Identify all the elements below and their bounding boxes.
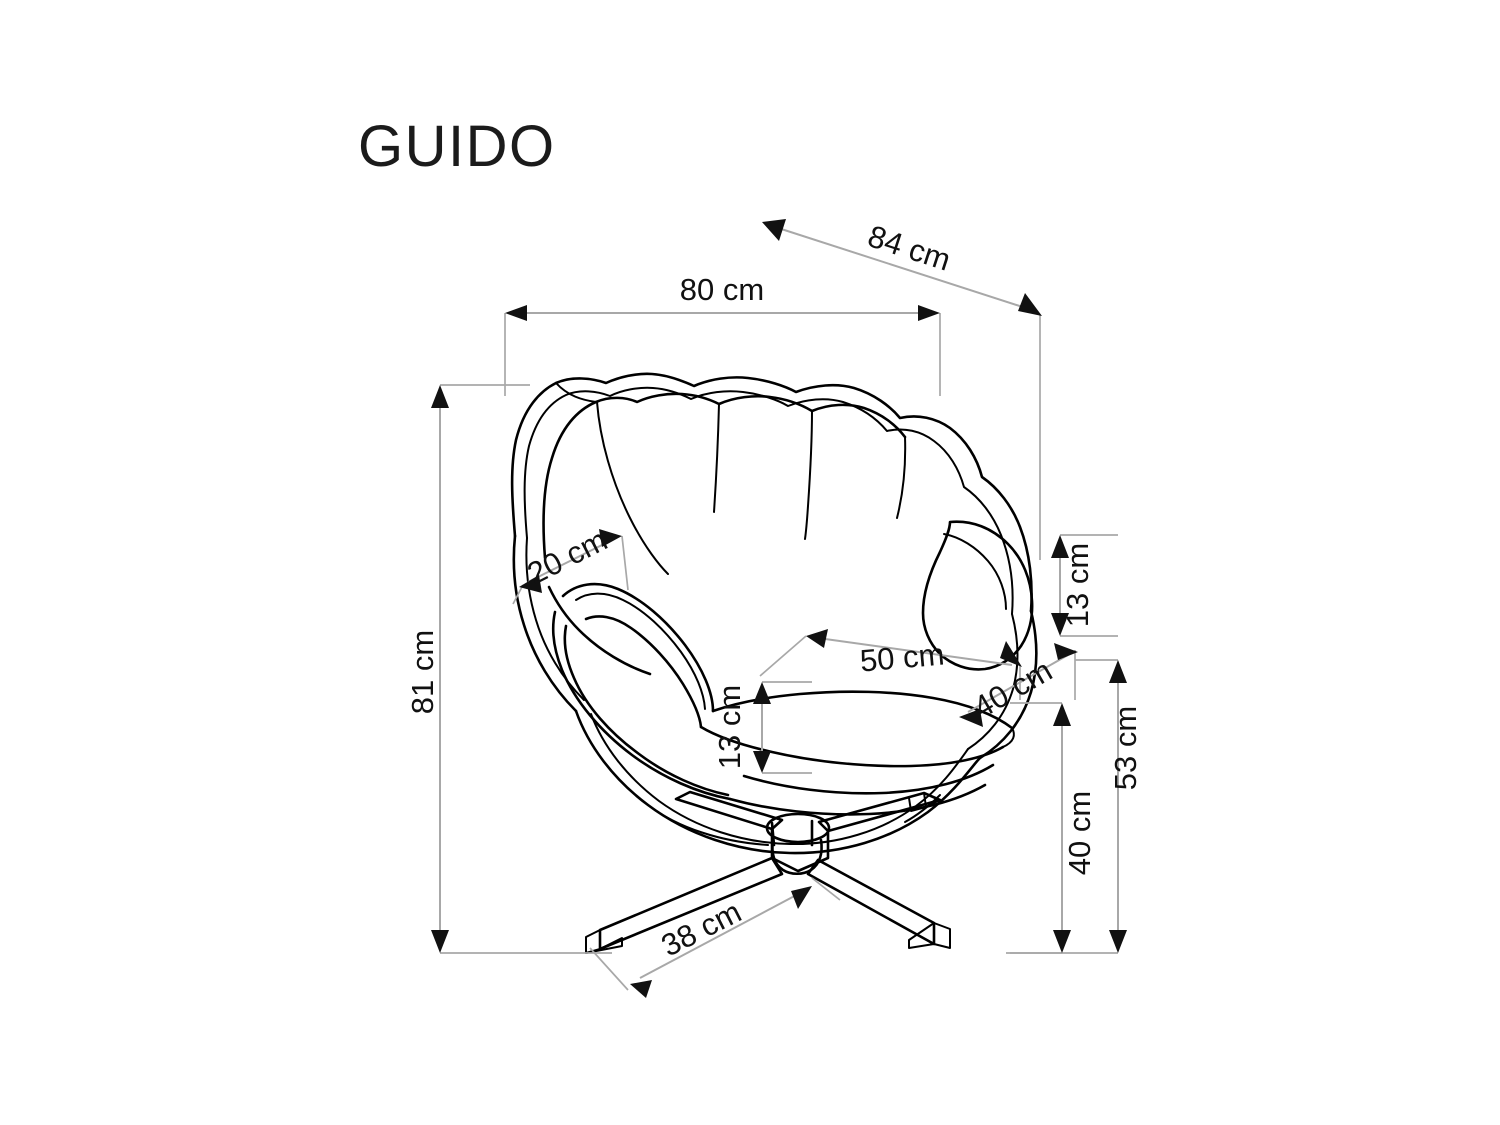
- dimension-label-base: 38 cm: [656, 894, 747, 964]
- right-arm-inner: [967, 613, 1019, 750]
- dimension-label-seat-width: 50 cm: [859, 636, 946, 678]
- dimension-label-cushion: 13 cm: [712, 685, 747, 769]
- right-arm-bolster: [921, 520, 1034, 671]
- dimension-backrest-20cm: [512, 529, 629, 605]
- left-armrest-roll-top: [561, 582, 715, 713]
- dimension-depth-84cm: [762, 219, 1042, 560]
- base-leg-front-right-foot: [933, 922, 951, 949]
- dimension-arm-thickness-13cm: [1051, 534, 1118, 637]
- shell-lower-bowl: [574, 709, 982, 855]
- armrest-band-outer: [551, 610, 732, 801]
- dimension-label-seat-depth: 40 cm: [967, 653, 1058, 726]
- dimension-label-backrest: 20 cm: [522, 522, 613, 592]
- shell-outer-outline: [510, 372, 1033, 613]
- dimension-seat-depth-40cm: [959, 643, 1078, 727]
- seat-front-band-bottom: [742, 763, 995, 795]
- base-leg-front-left-foot: [585, 929, 601, 954]
- dimension-cushion-13cm: [753, 681, 812, 774]
- backrest-seam-1: [596, 401, 669, 575]
- base-leg-front-right: [806, 858, 936, 946]
- backrest-seam-4: [896, 436, 907, 519]
- dimension-label-depth: 84 cm: [864, 218, 955, 277]
- chair-drawing: [510, 372, 1038, 954]
- dimension-label-arm-thickness: 13 cm: [1060, 543, 1095, 627]
- dimension-label-seat-height: 40 cm: [1062, 791, 1097, 875]
- shell-top-rim: [555, 382, 597, 403]
- shell-lower-bowl-inner: [590, 713, 969, 846]
- page-title: GUIDO: [358, 114, 556, 179]
- dimension-label-width: 80 cm: [680, 272, 764, 307]
- left-arm-outer: [512, 534, 578, 713]
- swivel-collar: [765, 812, 831, 844]
- right-arm-outer: [978, 609, 1038, 760]
- dimension-height-81cm: [431, 384, 612, 954]
- base-hub-seam: [771, 857, 829, 872]
- dimension-base-38cm: [589, 877, 841, 998]
- backrest-inner-face: [542, 392, 907, 560]
- left-armrest-roll-seam: [575, 592, 706, 710]
- backrest-seam-2: [713, 403, 720, 513]
- dimension-seat-width-50cm: [759, 629, 1022, 700]
- base-leg-front-right-foot2: [908, 922, 935, 949]
- shell-underside: [647, 804, 769, 846]
- dimension-arm-height-53cm: [1006, 659, 1127, 954]
- armrest-band-inner: [563, 624, 730, 797]
- base-leg-back-left: [674, 790, 784, 831]
- dimension-width-80cm: [504, 305, 941, 396]
- seat-cushion-side-seam: [1002, 727, 1015, 748]
- left-arm-bolster: [547, 585, 652, 676]
- dimension-label-height: 81 cm: [405, 630, 440, 714]
- seat-cushion-front-edge: [699, 725, 1005, 768]
- backrest-seam-3: [804, 410, 813, 540]
- base-leg-front-left-foot2: [585, 937, 623, 954]
- dimension-seat-height-40cm: [1010, 702, 1071, 954]
- base-hub: [770, 827, 830, 873]
- dimension-label-arm-height: 53 cm: [1108, 706, 1143, 790]
- right-arm-bolster-seam: [943, 533, 1007, 610]
- seat-front-band-top: [728, 783, 987, 816]
- base-leg-back-right-foot2: [908, 797, 927, 812]
- left-armrest-roll-bottom: [584, 615, 703, 729]
